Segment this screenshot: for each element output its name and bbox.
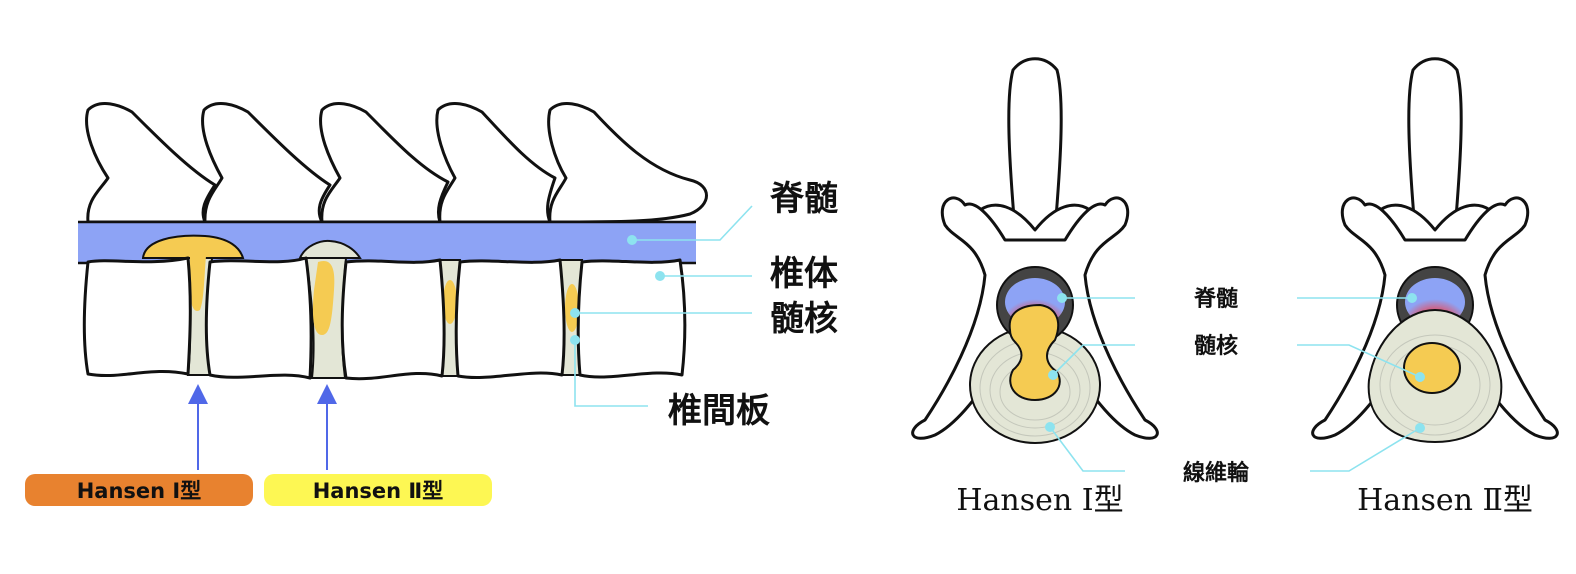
label-spinal-cord: 脊髄 [770,179,838,219]
svg-text:Hansen Ⅱ型: Hansen Ⅱ型 [313,479,444,503]
label-nucleus-right: 髄核 [1194,333,1238,359]
right-leader-lines [1045,293,1425,472]
label-vertebral-body: 椎体 [770,254,838,294]
hansen-2-bulge [298,239,362,259]
cross-section-hansen-1 [911,57,1159,444]
svg-text:Hansen Ⅰ型: Hansen Ⅰ型 [77,479,202,503]
badge-hansen-2: Hansen Ⅱ型 [264,474,492,506]
spinous-processes [85,102,708,224]
vertebral-bodies [82,256,687,381]
title-hansen-2: Hansen Ⅱ型 [1357,483,1533,518]
lateral-spine: 脊髄 椎体 髄核 椎間板 Hansen Ⅰ型 Hansen Ⅱ型 [25,102,838,506]
left-leader-lines [570,205,753,407]
hansen-2-arrow [317,384,337,470]
cross-section-hansen-2 [1311,57,1559,444]
label-annulus-right: 線維輪 [1183,460,1250,486]
label-intervertebral-disc: 椎間板 [668,391,770,431]
title-hansen-1: Hansen Ⅰ型 [956,483,1123,518]
label-spinal-cord-right: 脊髄 [1193,286,1238,312]
herniated-nucleus [1008,303,1061,402]
nucleus [1403,342,1461,394]
badge-hansen-1: Hansen Ⅰ型 [25,474,253,506]
hansen-1-herniation [141,234,245,259]
label-nucleus-pulposus: 髄核 [770,299,838,339]
hansen-1-arrow [188,384,208,470]
